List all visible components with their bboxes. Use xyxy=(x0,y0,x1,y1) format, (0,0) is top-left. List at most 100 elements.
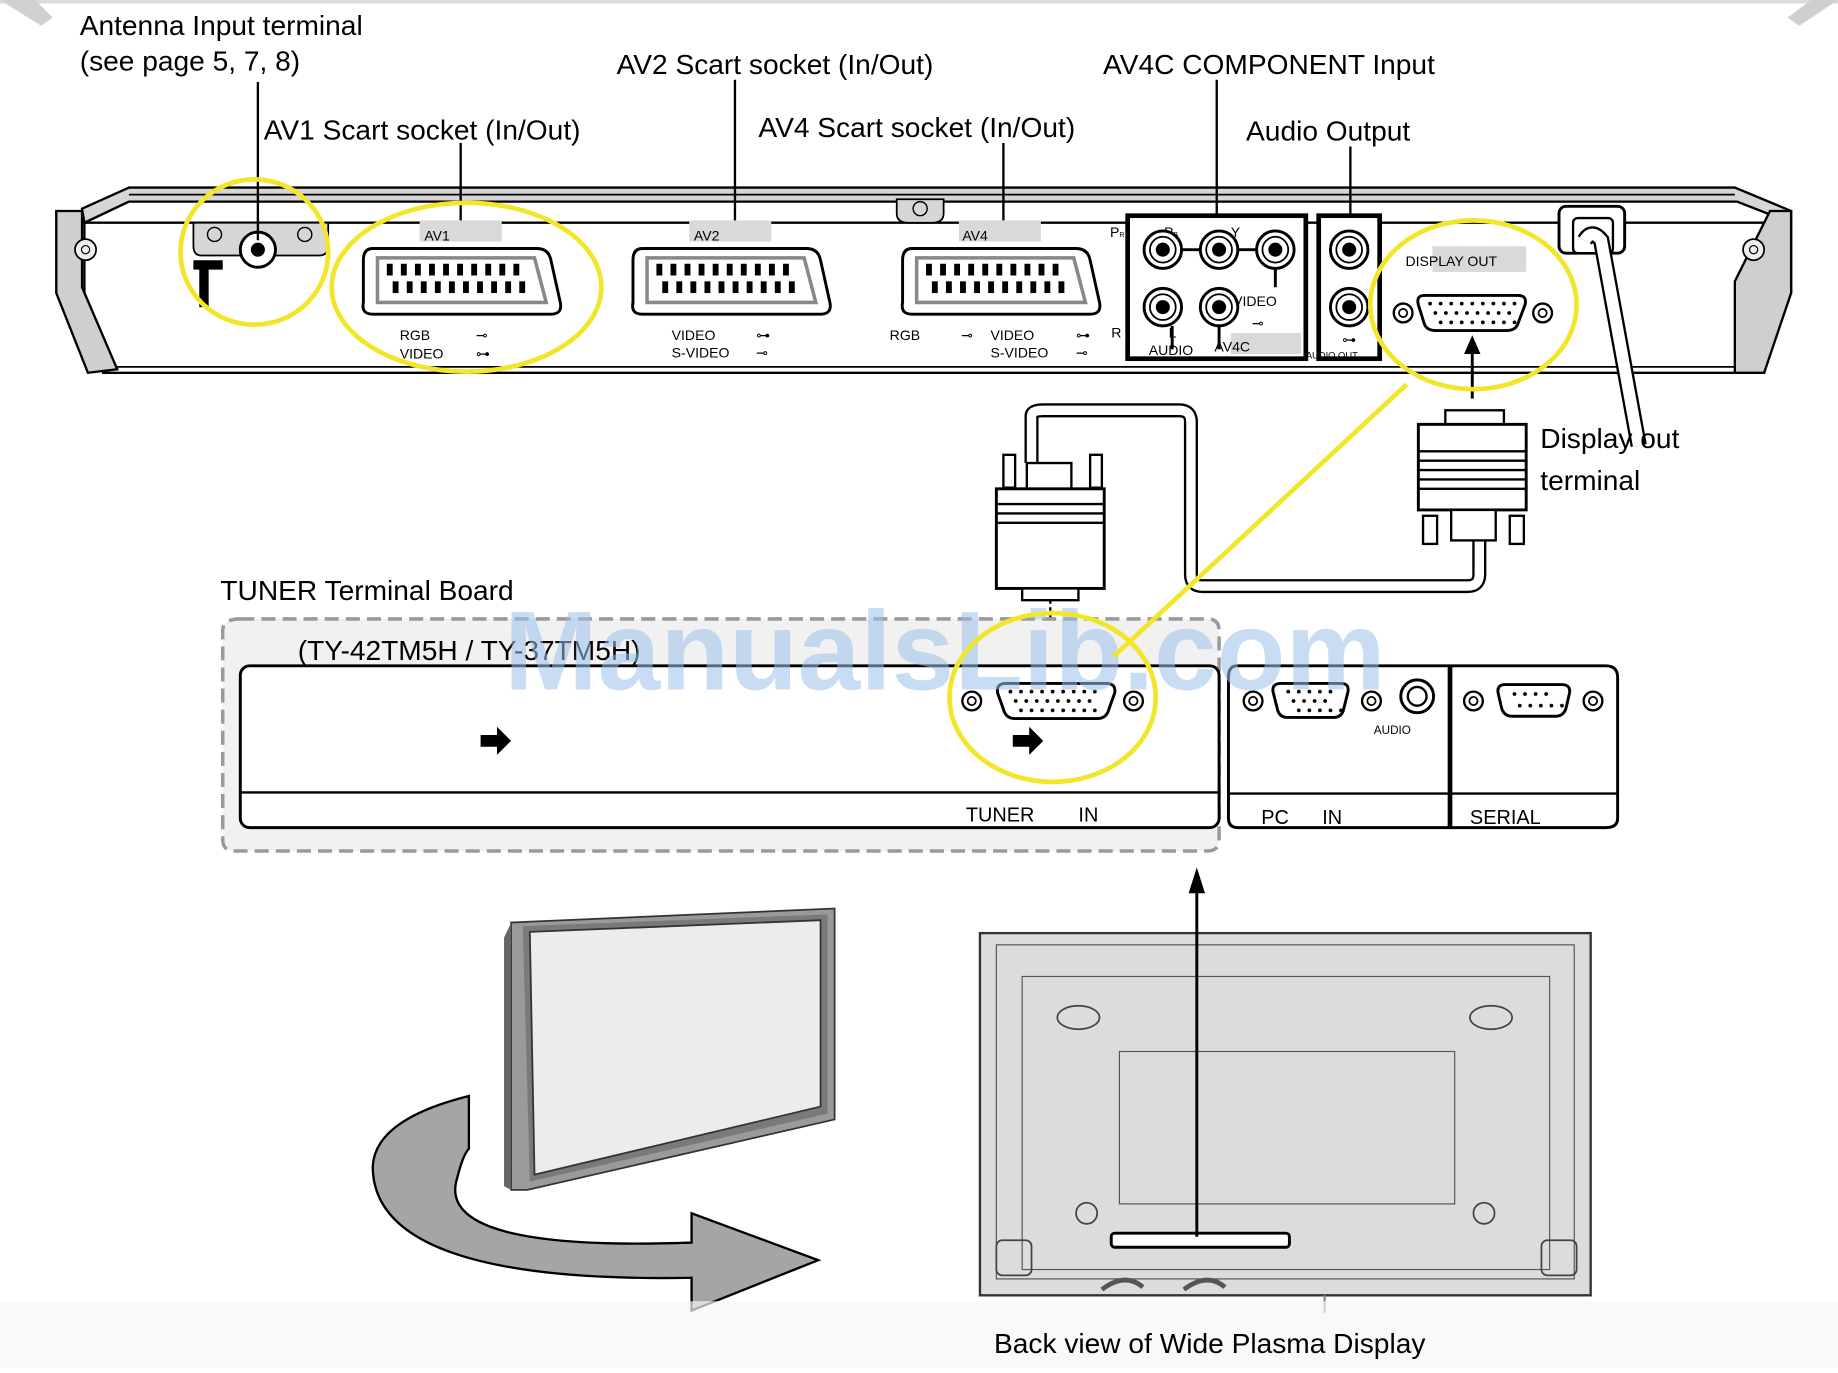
mount-hole-icon xyxy=(1469,1004,1514,1031)
dsub-cable xyxy=(1024,403,1487,594)
display-out-callout-line2: terminal xyxy=(1540,465,1640,496)
pc-in-dsub-connector xyxy=(1242,681,1383,719)
tuner-label: TUNER xyxy=(966,805,1035,827)
comp-video-label: VIDEO xyxy=(1233,293,1277,309)
av4-tag: AV4 xyxy=(962,227,988,243)
av2-svideo-label: S-VIDEO xyxy=(672,345,730,361)
av4-video-label: VIDEO xyxy=(991,327,1035,343)
serial-label: SERIAL xyxy=(1470,807,1541,829)
rca-jack-audio-r xyxy=(1142,286,1184,328)
rca-jack-pb xyxy=(1198,229,1240,270)
input-icon: ⊸ xyxy=(476,327,488,343)
corner-decoration-right xyxy=(1787,0,1838,26)
display-out-callout-line1: Display out xyxy=(1540,423,1679,454)
screw-icon xyxy=(912,200,928,217)
antenna-callout-line2: (see page 5, 7, 8) xyxy=(80,45,300,76)
right-bracket xyxy=(1733,209,1793,374)
screw-icon xyxy=(1472,1201,1496,1225)
arrow-right-icon xyxy=(480,726,512,755)
top-border-strip xyxy=(0,0,1838,4)
comp-tag: AV4C xyxy=(1214,339,1250,355)
tuner-in-dsub-connector xyxy=(961,681,1145,721)
terminal-board-models: (TY-42TM5H / TY-37TM5H) xyxy=(298,635,641,666)
arrow-right-icon xyxy=(1012,726,1044,755)
av2-tag: AV2 xyxy=(694,227,720,243)
pc-label: PC xyxy=(1261,807,1289,829)
av4-scart-socket xyxy=(900,247,1102,316)
av2-callout: AV2 Scart socket (In/Out) xyxy=(617,49,934,80)
rca-jack-audio-out-l xyxy=(1328,229,1370,270)
tuner-rear-panel: AV1 RGB VIDEO ⊸ ⊶ AV2 VIDEO S-VIDEO ⊶ ⊸ … xyxy=(55,186,1793,447)
highlight-antenna xyxy=(178,177,331,328)
input-icon: ⊸ xyxy=(1076,345,1088,361)
output-icon: ⊶ xyxy=(1342,332,1356,348)
rca-jack-y xyxy=(1255,229,1296,270)
highlight-connector-line xyxy=(1111,382,1409,659)
audio-output-callout: Audio Output xyxy=(1246,116,1410,147)
tuner-terminal-board: (TY-42TM5H / TY-37TM5H) TUNER IN AUDIO P… xyxy=(220,617,1620,853)
audio-out-small-label: AUDIO OUT xyxy=(1306,351,1358,361)
input-icon: ⊸ xyxy=(961,327,973,343)
screw-icon xyxy=(1075,1201,1099,1225)
arrow-head-icon xyxy=(1464,335,1481,355)
comp-r-label: R xyxy=(1111,325,1121,341)
comp-pr-label: PR xyxy=(1110,224,1124,240)
av4-svideo-label: S-VIDEO xyxy=(991,345,1049,361)
rca-jack-video xyxy=(1198,286,1240,328)
comp-y-label: Y xyxy=(1231,224,1241,240)
arrow-head-icon xyxy=(1188,867,1206,894)
av4c-callout: AV4C COMPONENT Input xyxy=(1103,49,1435,80)
av1-video-label: VIDEO xyxy=(400,346,444,362)
av1-rgb-label: RGB xyxy=(400,327,430,343)
dsub-plug-right xyxy=(1416,409,1528,546)
plasma-display-back xyxy=(978,931,1592,1313)
av4-rgb-label: RGB xyxy=(890,327,920,343)
av2-video-label: VIDEO xyxy=(672,327,716,343)
terminal-slot xyxy=(1109,1231,1291,1249)
av1-tag: AV1 xyxy=(424,227,450,243)
pc-audio-jack xyxy=(1399,678,1436,715)
plasma-display-front xyxy=(504,907,836,1191)
input-icon: ⊸ xyxy=(1252,315,1264,331)
av1-callout: AV1 Scart socket (In/Out) xyxy=(264,114,581,145)
mount-hole-icon xyxy=(1056,1004,1101,1031)
screw-icon xyxy=(297,226,313,243)
left-bracket xyxy=(55,209,119,375)
bottom-fade xyxy=(0,1301,1838,1368)
display-out-tag: DISPLAY OUT xyxy=(1405,253,1497,269)
watermark: ManualsLib.com xyxy=(504,587,1385,713)
av4-callout: AV4 Scart socket (In/Out) xyxy=(758,112,1075,143)
screw-icon xyxy=(206,226,223,243)
highlight-display-out xyxy=(1367,218,1579,392)
rca-jack-audio-out-r xyxy=(1328,286,1370,328)
leader-lines xyxy=(256,79,1352,241)
pc-in-label: IN xyxy=(1322,807,1342,829)
back-view-caption: Back view of Wide Plasma Display xyxy=(994,1328,1425,1359)
pc-audio-label: AUDIO xyxy=(1374,724,1411,737)
input-icon: ⊸ xyxy=(756,345,768,361)
highlight-av1 xyxy=(329,200,604,374)
output-icon: ⊶ xyxy=(1076,327,1090,343)
comp-audio-label: AUDIO xyxy=(1149,342,1194,358)
serial-dsub9-connector xyxy=(1462,683,1604,718)
output-icon: ⊶ xyxy=(476,346,490,362)
av1-scart-socket xyxy=(361,247,563,316)
scart-pins xyxy=(386,263,526,294)
highlight-tuner-in xyxy=(947,610,1159,785)
output-icon: ⊶ xyxy=(756,327,770,343)
tuner-in-label: IN xyxy=(1078,805,1098,827)
screw-icon xyxy=(1742,238,1766,262)
corner-decoration-left xyxy=(0,0,53,26)
rotate-arrow-icon xyxy=(371,1094,822,1313)
scart-pins xyxy=(926,263,1065,294)
antenna-callout-line1: Antenna Input terminal xyxy=(80,10,363,41)
terminal-board-title: TUNER Terminal Board xyxy=(220,575,513,606)
rca-jack-pr xyxy=(1142,229,1184,270)
av2-scart-socket xyxy=(631,247,832,316)
display-out-dsub-connector xyxy=(1392,293,1554,333)
screw-icon xyxy=(74,238,97,262)
highlight-annotations xyxy=(178,177,1579,785)
dsub-plug-left xyxy=(994,453,1106,622)
comp-l-label: L xyxy=(1169,325,1177,341)
